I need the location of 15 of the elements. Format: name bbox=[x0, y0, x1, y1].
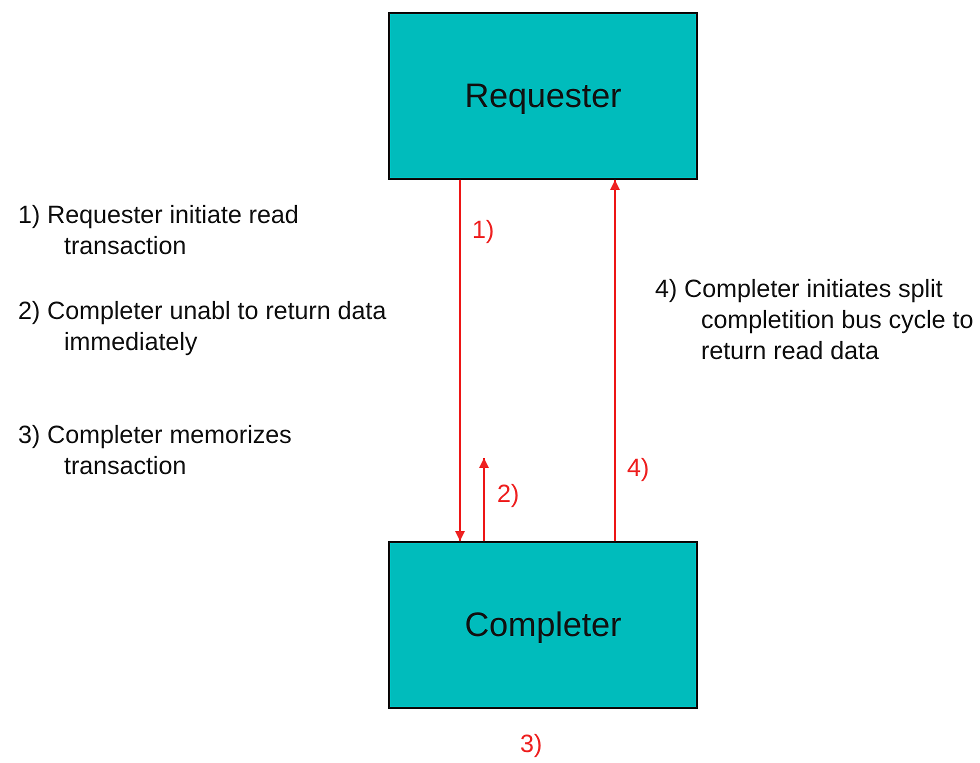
box-label: Requester bbox=[464, 76, 622, 116]
note-text: 2) Completer unabl to return data immediately bbox=[18, 296, 388, 358]
note-text: 1) Requester initiate read transaction bbox=[18, 200, 300, 262]
arrow bbox=[479, 458, 489, 541]
process-box bbox=[388, 12, 698, 180]
note-text: 4) Completer initiates split completition bus cycle to return read data bbox=[655, 274, 974, 367]
arrow bbox=[610, 180, 620, 541]
edge-label: 4) bbox=[627, 454, 650, 483]
process-box bbox=[388, 541, 698, 709]
note-text: 3) Completer memorizes transaction bbox=[18, 420, 293, 482]
edge-label: 2) bbox=[497, 480, 520, 509]
arrow bbox=[455, 180, 465, 541]
step-number: 3) bbox=[520, 729, 544, 760]
box-label: Completer bbox=[464, 606, 622, 644]
edge-label: 1) bbox=[472, 216, 494, 245]
